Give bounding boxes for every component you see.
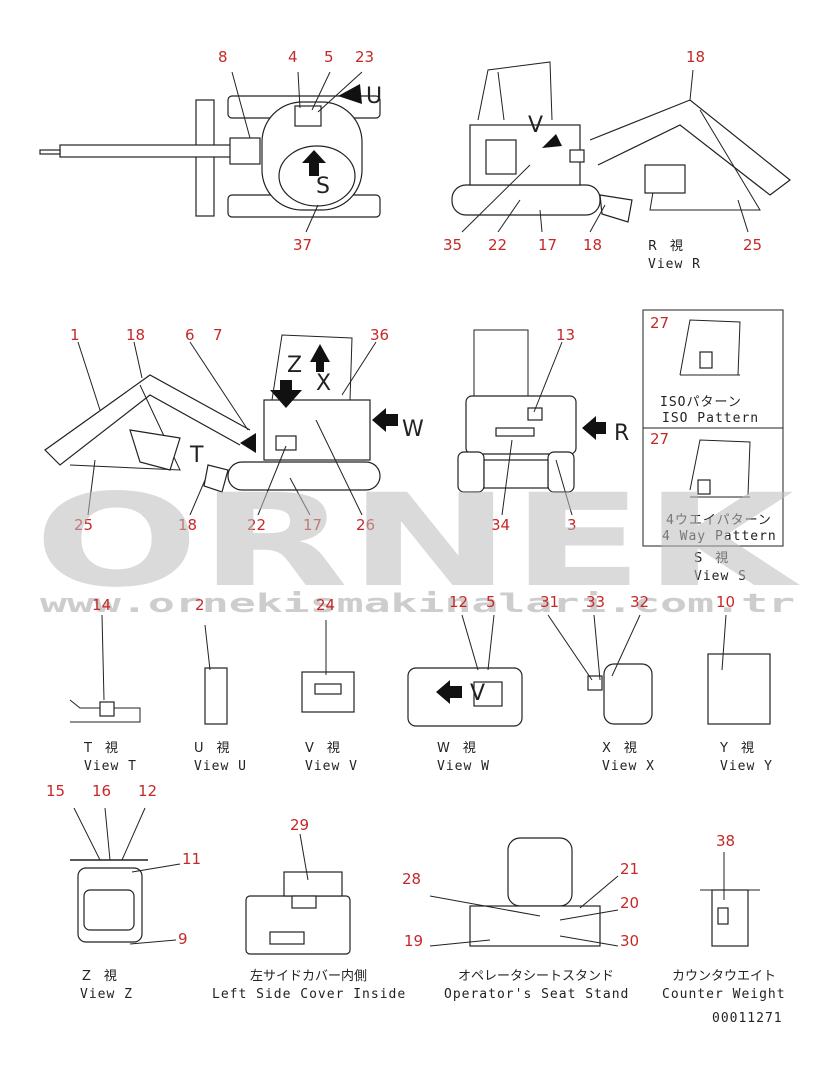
view-r-drawing: [451, 61, 791, 233]
callout-27-iso: 27: [650, 314, 669, 332]
callout-26: 26: [356, 516, 375, 534]
callout-35: 35: [443, 236, 462, 254]
top-view-drawing: [39, 71, 381, 233]
callout-22-side: 22: [247, 516, 266, 534]
view-s-en: View S: [694, 569, 747, 584]
side-cover-en: Left Side Cover Inside: [212, 987, 406, 1002]
callout-36: 36: [370, 326, 389, 344]
callout-19: 19: [404, 932, 423, 950]
callout-7: 7: [213, 326, 223, 344]
callout-8: 8: [218, 48, 228, 66]
view-v-en: View V: [305, 759, 358, 774]
label-X: X: [316, 371, 331, 396]
view-v-jp: V 視: [305, 741, 340, 756]
view-z-en: View Z: [80, 987, 133, 1002]
view-t-en: View T: [84, 759, 137, 774]
callout-15: 15: [46, 782, 65, 800]
callout-17-top: 17: [538, 236, 557, 254]
callout-24: 24: [316, 596, 335, 614]
callout-32: 32: [630, 593, 649, 611]
label-S: S: [316, 174, 330, 199]
seat-stand-jp: オペレータシートスタンド: [458, 969, 614, 984]
4way-pattern-en: 4 Way Pattern: [662, 529, 777, 544]
callout-30: 30: [620, 932, 639, 950]
label-R: R: [614, 421, 629, 446]
callout-38: 38: [716, 832, 735, 850]
callout-16: 16: [92, 782, 111, 800]
callout-23: 23: [355, 48, 374, 66]
view-r-en: View R: [648, 257, 701, 272]
callout-12-z: 12: [138, 782, 157, 800]
view-s-boxes: [642, 309, 784, 547]
rear-view-drawing: [457, 329, 606, 516]
counter-weight-jp: カウンタウエイト: [672, 969, 776, 984]
callout-18-top: 18: [686, 48, 705, 66]
view-x-jp: X 視: [602, 741, 637, 756]
callout-13: 13: [556, 326, 575, 344]
counter-weight-en: Counter Weight: [662, 987, 786, 1002]
view-y-en: View Y: [720, 759, 773, 774]
view-w-en: View W: [437, 759, 490, 774]
callout-18-side: 18: [126, 326, 145, 344]
callout-4: 4: [288, 48, 298, 66]
bottom-views-row: [70, 807, 760, 955]
watermark-url: www.ornekismakinalari.com.tr: [40, 589, 795, 619]
callout-6: 6: [185, 326, 195, 344]
callout-9: 9: [178, 930, 188, 948]
callout-3: 3: [567, 516, 577, 534]
view-y-jp: Y 視: [719, 741, 754, 756]
side-cover-jp: 左サイドカバー内側: [250, 968, 367, 984]
view-u-jp: U 視: [194, 741, 230, 756]
view-z-jp: Z 視: [82, 969, 117, 984]
iso-pattern-en: ISO Pattern: [662, 411, 759, 426]
callout-34: 34: [491, 516, 510, 534]
callout-10: 10: [716, 593, 735, 611]
iso-pattern-jp: ISOパターン: [660, 395, 742, 410]
callout-25-side: 25: [74, 516, 93, 534]
callout-18-bottom: 18: [583, 236, 602, 254]
callout-2: 2: [195, 596, 205, 614]
callout-33: 33: [586, 593, 605, 611]
callout-17-side: 17: [303, 516, 322, 534]
callout-27-4way: 27: [650, 430, 669, 448]
detail-views-row: [69, 614, 771, 727]
callout-12-w: 12: [449, 593, 468, 611]
callout-5: 5: [324, 48, 334, 66]
callout-25-top: 25: [743, 236, 762, 254]
view-s-jp: S 視: [694, 551, 728, 566]
callout-14: 14: [92, 596, 111, 614]
view-u-en: View U: [194, 759, 247, 774]
callout-37: 37: [293, 236, 312, 254]
callout-20: 20: [620, 894, 639, 912]
callout-1: 1: [70, 326, 80, 344]
label-V-1: V: [528, 113, 543, 138]
view-r-jp: R 視: [648, 239, 683, 254]
callout-18-side-bottom: 18: [178, 516, 197, 534]
seat-stand-en: Operator's Seat Stand: [444, 987, 629, 1002]
label-Z: Z: [287, 353, 302, 378]
4way-pattern-jp: 4ウエイパターン: [666, 513, 772, 528]
view-t-jp: T 視: [83, 741, 118, 756]
watermark-brand: ORNEK: [34, 467, 801, 616]
label-T: T: [189, 443, 204, 468]
callout-31: 31: [540, 593, 559, 611]
label-U: U: [366, 84, 382, 109]
callout-28: 28: [402, 870, 421, 888]
part-code: 00011271: [712, 1011, 783, 1026]
callout-11: 11: [182, 850, 201, 868]
view-w-jp: W 視: [437, 741, 476, 756]
callout-5-w: 5: [486, 593, 496, 611]
callout-21: 21: [620, 860, 639, 878]
callout-22-top: 22: [488, 236, 507, 254]
label-W: W: [402, 417, 424, 442]
callout-29: 29: [290, 816, 309, 834]
left-side-drawing: [44, 334, 398, 516]
view-x-en: View X: [602, 759, 655, 774]
label-V-2: V: [470, 681, 485, 706]
